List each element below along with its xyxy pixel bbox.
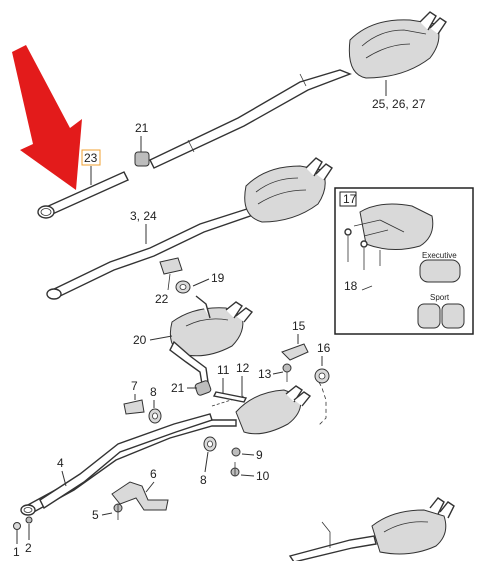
callout-21-top: 21 [135,121,149,135]
muffler-part-20 [169,295,254,385]
callout-3-24: 3, 24 [130,209,157,223]
bracket-part-6 [111,481,169,511]
callout-8-left: 8 [150,385,157,399]
callout-22: 22 [155,292,169,306]
callout-4: 4 [57,456,64,470]
callout-6: 6 [150,467,157,481]
callout-18: 18 [344,279,358,293]
callout-17: 17 [343,192,357,206]
nut-part-2 [25,516,33,524]
front-muffler-assembly [235,375,327,435]
bottom-rear-muffler [288,497,455,561]
bolt-part-10 [230,462,240,477]
red-arrow-icon [12,45,82,190]
callout-8-lower: 8 [200,473,207,487]
callout-15: 15 [292,319,306,333]
bracket-part-22 [159,257,183,291]
callout-19: 19 [211,271,225,285]
callout-13: 13 [258,367,272,381]
bracket-part-15 [281,343,309,361]
hanger-part-8-left [148,408,162,424]
callout-1: 1 [13,545,20,559]
highlight-box [81,149,101,166]
nut-part-9 [231,447,241,457]
callout-10: 10 [256,469,270,483]
rear-pipe-assembly-top [149,11,447,169]
front-pipe-part-4 [20,413,237,516]
middle-pipe-assembly [46,157,333,300]
hanger-part-8-lower [203,436,217,452]
callout-5: 5 [92,508,99,522]
callout-16: 16 [317,341,331,355]
clamp-part-21-top [134,151,150,167]
bolt-part-5 [113,503,123,520]
callout-21-bottom: 21 [171,381,185,395]
callout-23: 23 [84,151,98,165]
gasket-part-1 [13,522,21,530]
hanger-part-19 [175,280,191,294]
inset-sport-label: Sport [430,293,450,302]
bracket-part-7 [123,399,145,415]
inset-executive-label: Executive [422,251,457,260]
callout-25-26-27: 25, 26, 27 [372,97,426,111]
callout-7: 7 [131,379,138,393]
callout-20: 20 [133,333,147,347]
bolt-part-13 [282,363,292,382]
hanger-part-16 [314,368,330,384]
callout-2: 2 [25,541,32,555]
clamp-part-21-bottom [194,380,212,396]
callout-12: 12 [236,361,250,375]
pipe-part-23 [37,171,129,219]
inset-detail-box [334,187,474,335]
callout-11: 11 [217,363,230,377]
callout-9: 9 [256,448,263,462]
